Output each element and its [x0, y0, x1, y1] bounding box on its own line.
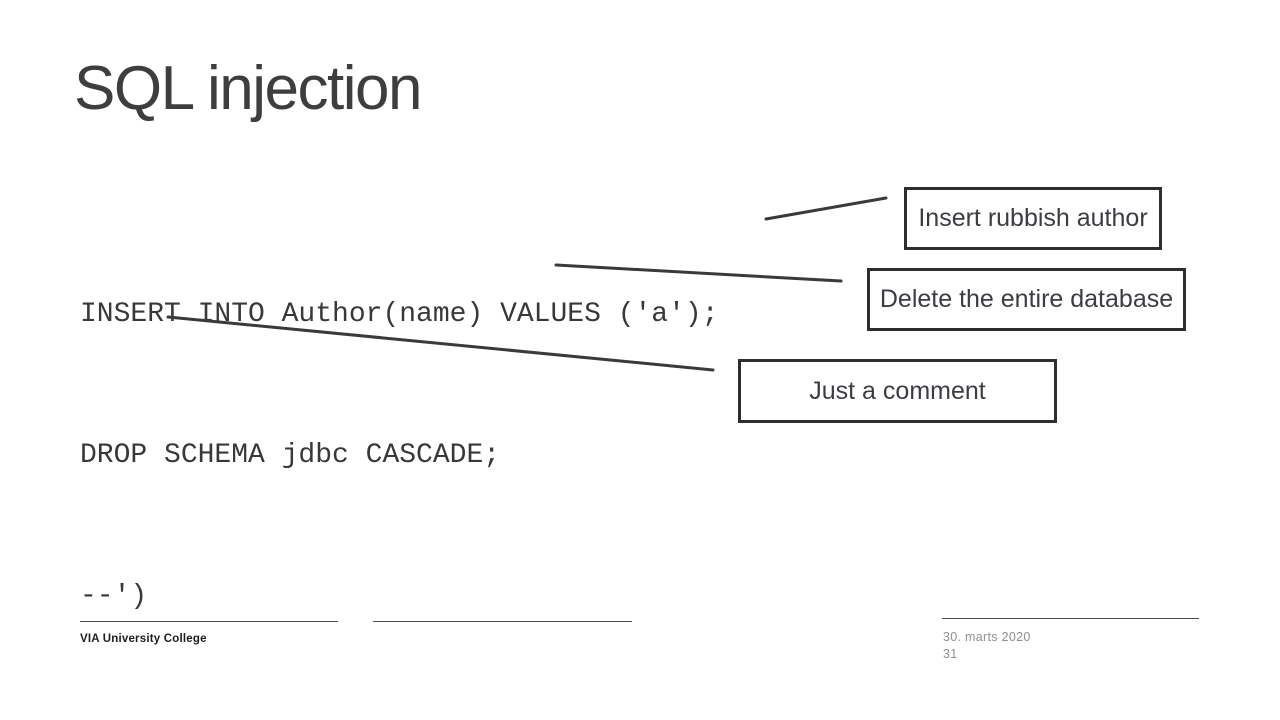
callout-insert-rubbish-author: Insert rubbish author [904, 187, 1162, 250]
footer-date: 30. marts 2020 [943, 630, 1031, 644]
footer-divider-left [80, 621, 338, 622]
code-line-insert: INSERT INTO Author(name) VALUES ('a'); [80, 299, 719, 330]
footer-divider-center [373, 621, 632, 622]
callout-label: Delete the entire database [879, 285, 1174, 313]
code-line-drop: DROP SCHEMA jdbc CASCADE; [80, 440, 501, 471]
callout-label: Just a comment [809, 376, 986, 405]
footer-divider-right [942, 618, 1199, 619]
connector-line-insert [764, 196, 888, 221]
footer-page-number: 31 [943, 647, 958, 661]
slide-title: SQL injection [74, 54, 422, 123]
callout-delete-entire-database: Delete the entire database [867, 268, 1186, 331]
code-line-comment: --') [80, 581, 148, 612]
footer-organization: VIA University College [80, 633, 207, 645]
footer-meta: 30. marts 2020 31 [943, 629, 1031, 663]
callout-just-a-comment: Just a comment [738, 359, 1057, 423]
callout-label: Insert rubbish author [918, 204, 1148, 232]
